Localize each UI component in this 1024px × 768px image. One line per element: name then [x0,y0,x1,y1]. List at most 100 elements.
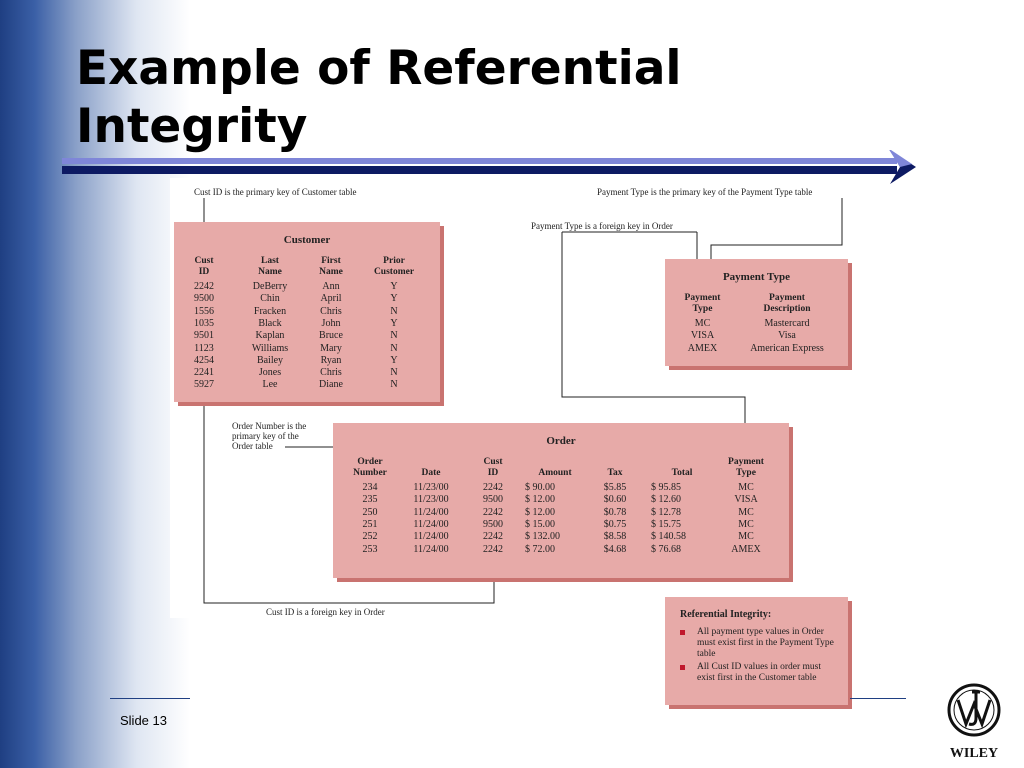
table-cell: Ryan [320,354,342,366]
table-cell: $ 140.58 [651,531,686,543]
footer-rule-left [110,698,190,699]
table-cell: 9500 [483,494,503,506]
table-cell: Y [390,354,398,366]
table-cell: $ 15.00 [525,518,555,530]
table-cell: 1556 [194,305,214,317]
column-header: Name [319,267,343,277]
table-cell: 11/24/00 [413,531,449,543]
table-cell: MC [738,531,754,543]
ri-item-payment: All payment type values in Order must ex… [697,627,834,659]
table-cell: $0.78 [603,506,627,518]
wiley-logo: WILEY [947,683,1001,761]
referential-integrity-title: Referential Integrity: [680,609,772,620]
table-cell: Chris [320,367,342,379]
column-header: Payment [728,457,764,467]
table-cell: VISA [734,494,758,506]
bullet-icon [680,630,685,635]
table-cell: 9500 [194,293,214,305]
table-cell: 2242 [483,531,503,543]
title-line-2: Integrity [76,99,308,154]
table-cell: 251 [362,518,378,530]
table-cell: Bruce [319,330,343,342]
table-cell: Y [390,317,398,329]
column-header: Tax [607,468,623,478]
column-header: Customer [373,267,415,277]
table-cell: 11/23/00 [413,482,449,493]
table-cell: N [390,342,398,354]
table-cell: $ 95.85 [651,482,681,493]
footer-rule-right [850,698,906,699]
table-cell: DeBerry [252,281,288,292]
ri-item-cust: All Cust ID values in order must exist f… [697,662,822,683]
table-cell: AMEX [731,543,761,555]
table-cell: N [390,367,398,379]
table-cell: 2242 [483,506,503,518]
table-cell: 11/24/00 [413,543,449,555]
column-header: Name [258,267,282,277]
table-cell: 253 [362,543,378,555]
table-cell: Lee [262,379,278,391]
table-cell: MC [738,518,754,530]
table-cell: 2242 [483,543,503,555]
table-cell: $ 90.00 [525,482,555,493]
column-header: Type [736,468,756,478]
note-paytype-primary-key: Payment Type is the primary key of the P… [597,187,813,197]
table-cell: 252 [362,531,378,543]
table-cell: April [320,293,342,305]
table-cell: $ 132.00 [525,531,560,543]
table-cell: $ 12.00 [525,494,555,506]
table-cell: $0.75 [603,518,627,530]
table-cell: 5927 [194,379,214,391]
table-cell: 4254 [194,354,214,366]
column-header: Number [353,468,387,478]
table-cell: $5.85 [603,482,627,493]
column-header: First [321,256,341,266]
table-cell: N [390,330,398,342]
table-cell: 11/24/00 [413,518,449,530]
table-cell: $ 72.00 [525,543,555,555]
table-cell: 11/23/00 [413,494,449,506]
table-cell: Fracken [253,305,287,317]
table-cell: 250 [362,506,378,518]
table-cell: 1123 [194,342,214,354]
table-cell: $4.68 [603,543,627,555]
table-cell: John [321,317,341,329]
column-header: Prior [383,256,405,266]
title-line-1: Example of Referential [76,41,682,96]
table-cell: Bailey [256,354,284,366]
column-header: Payment [769,293,805,303]
table-cell: Diane [319,379,343,391]
table-cell: 9500 [483,518,503,530]
column-header: Cust [194,256,214,266]
table-cell: $0.60 [603,494,627,506]
table-cell: American Express [750,342,824,354]
column-header: Total [671,468,693,478]
table-cell: Chin [260,293,280,305]
table-cell: MC [694,318,711,329]
table-cell: 2242 [483,482,503,493]
table-cell: Black [258,317,282,329]
customer-table-title: Customer [283,234,331,246]
table-cell: Chris [320,305,342,317]
table-cell: Mary [320,342,342,354]
table-cell: Jones [258,367,282,379]
table-cell: Visa [778,330,796,342]
title-arrow-rule [62,150,916,184]
table-cell: $ 12.60 [651,494,681,506]
column-header: Payment [684,293,721,303]
wiley-logo-text: WILEY [950,746,998,761]
table-cell: Kaplan [255,330,285,342]
table-cell: N [390,379,398,391]
table-cell: 9501 [194,330,214,342]
table-cell: VISA [690,330,715,342]
table-cell: Williams [251,342,289,354]
column-header: ID [198,267,210,277]
table-cell: Y [390,293,398,305]
table-cell: $ 12.00 [525,506,555,518]
column-header: Order [357,457,383,467]
payment-type-table-title: Payment Type [722,271,791,283]
table-cell: Y [390,281,398,292]
note-order-primary-key: Order Number is the primary key of the O… [232,421,307,451]
table-cell: 2241 [194,367,214,379]
column-header: Amount [538,468,572,478]
